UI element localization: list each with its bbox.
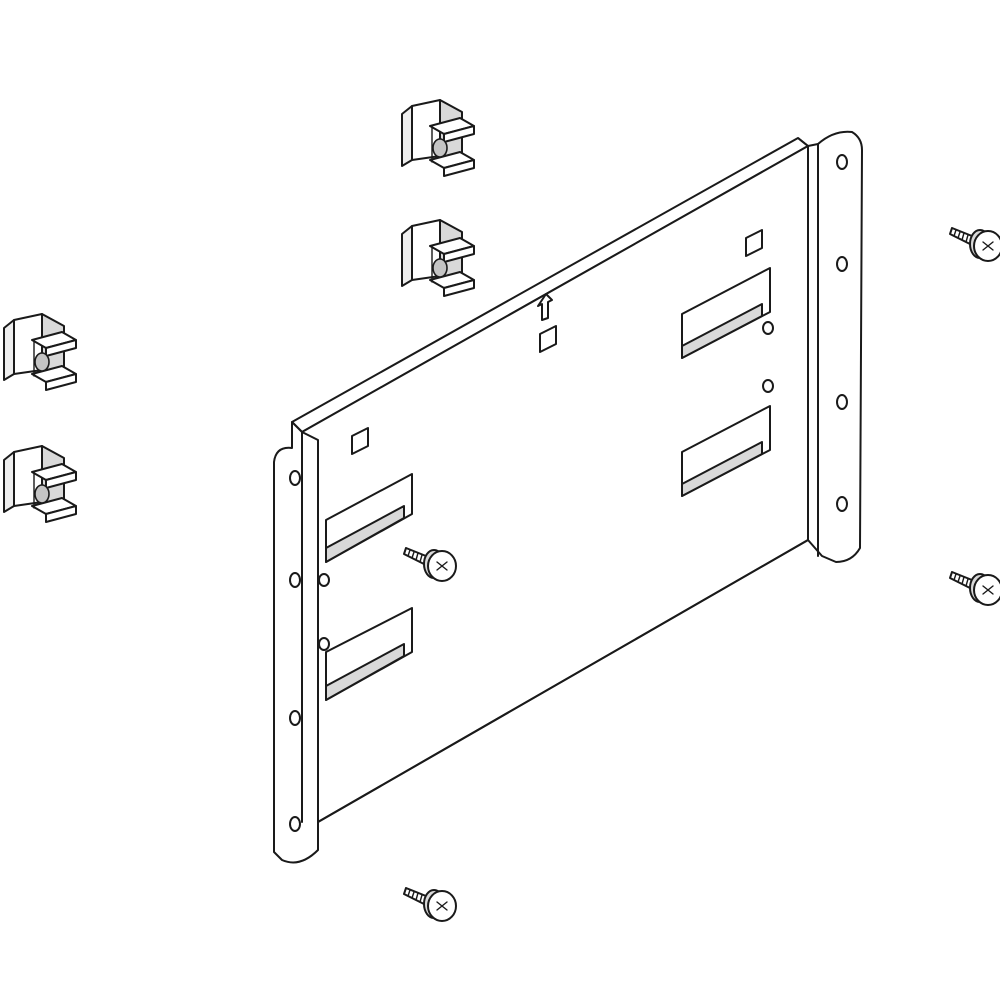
right-flange-holes <box>836 154 848 512</box>
square-hole <box>351 427 369 455</box>
cage-nut-icon <box>3 313 77 391</box>
slot <box>681 405 771 497</box>
slot <box>325 473 413 563</box>
cage-nut-icon <box>401 99 475 177</box>
up-arrow-icon <box>537 293 553 321</box>
slot <box>681 267 771 359</box>
square-hole <box>539 325 557 353</box>
cage-nut-icon <box>3 445 77 523</box>
square-hole <box>745 229 763 257</box>
mounting-plate-icon <box>273 130 863 864</box>
slot <box>325 607 413 701</box>
screw-icon <box>949 227 1000 262</box>
left-flange-holes <box>289 470 301 832</box>
cage-nut-icon <box>401 219 475 297</box>
screw-icon <box>403 887 457 922</box>
screw-icon <box>949 571 1000 606</box>
